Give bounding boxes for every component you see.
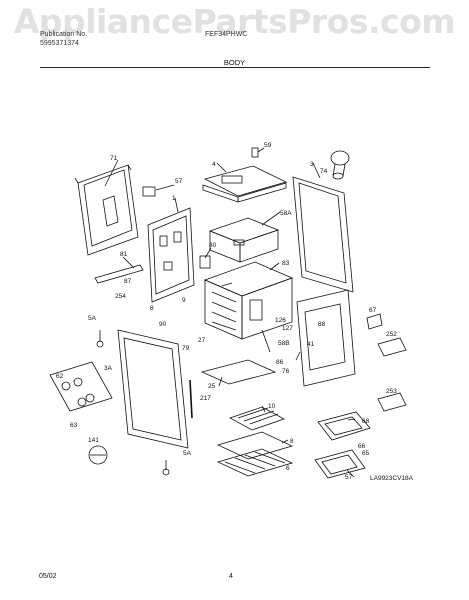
- callout-79: 79: [182, 345, 190, 352]
- left-side-panel-part: [117, 329, 189, 449]
- part-callouts: 71 57 4 59 3 74 58A 1 81 87 80 83 254 5A…: [56, 142, 414, 482]
- callout-86: 86: [276, 359, 284, 366]
- callout-5a-bottom: 5A: [183, 450, 192, 457]
- callout-41: 41: [307, 341, 315, 348]
- oven-cavity-part: [203, 261, 294, 340]
- callout-80: 80: [209, 242, 217, 249]
- top-cover-part: [202, 165, 288, 203]
- callout-59: 59: [264, 142, 272, 149]
- watermark-logo: AppliancePartsPros.com: [13, 2, 456, 41]
- callout-4: 4: [212, 161, 216, 168]
- callout-67: 67: [369, 307, 377, 314]
- callout-62: 62: [56, 373, 64, 380]
- callout-58a: 58A: [280, 210, 292, 217]
- callout-141: 141: [88, 437, 99, 444]
- element-switch-part: [88, 445, 108, 465]
- publication-number: 5995371374: [40, 40, 79, 47]
- callout-3a: 3A: [104, 365, 113, 372]
- callout-76: 76: [282, 368, 290, 375]
- revision-date: 05/02: [39, 573, 57, 580]
- callout-25: 25: [208, 383, 216, 390]
- callout-253: 253: [386, 388, 397, 395]
- callout-88: 88: [318, 321, 326, 328]
- callout-81: 81: [120, 251, 128, 258]
- page-number: 4: [229, 573, 233, 580]
- callout-127: 127: [282, 325, 293, 332]
- callout-10: 10: [268, 403, 276, 410]
- header-divider: [40, 67, 430, 68]
- terminal-part: [251, 147, 259, 158]
- model-number: FEF34PHWC: [205, 31, 248, 38]
- callout-90: 90: [159, 321, 167, 328]
- section-title: BODY: [223, 58, 246, 67]
- side-panel-part: [292, 176, 354, 293]
- rear-frame-part: [147, 207, 195, 303]
- clip-part: [366, 313, 383, 330]
- shield-plate-part: [377, 392, 407, 412]
- callout-1: 1: [172, 195, 176, 202]
- bottom-panel-part: [200, 359, 277, 385]
- oven-top-liner-part: [208, 217, 280, 263]
- bracket-part: [142, 186, 156, 197]
- callout-57-bottom: 57: [345, 474, 353, 481]
- broil-element-part: [314, 449, 366, 479]
- back-panel-part: [74, 164, 139, 256]
- callout-63: 63: [70, 422, 78, 429]
- kick-strip-part: [94, 264, 144, 284]
- callout-6: 6: [286, 465, 290, 472]
- callout-83: 83: [282, 260, 290, 267]
- callout-66: 66: [358, 443, 366, 450]
- callout-58b: 58B: [278, 340, 290, 347]
- heat-shield-part: [377, 337, 407, 357]
- callout-252: 252: [386, 331, 397, 338]
- broiler-pan-part: [229, 406, 285, 431]
- front-frame-part: [296, 289, 356, 387]
- mount-bracket-part: [199, 255, 211, 269]
- callout-9: 9: [182, 297, 186, 304]
- callout-8: 8: [150, 305, 154, 312]
- callout-57: 57: [175, 178, 183, 185]
- callout-74: 74: [320, 168, 328, 175]
- knob-part: [330, 150, 350, 180]
- publication-label: Publication No.: [40, 31, 88, 38]
- callout-27: 27: [198, 337, 206, 344]
- leveling-leg-part: [96, 330, 170, 476]
- handle-part: [189, 379, 193, 419]
- callout-5a-top: 5A: [88, 315, 97, 322]
- bake-element-part: [317, 411, 371, 441]
- callout-8-rack: 8: [290, 438, 294, 445]
- callout-71: 71: [110, 155, 118, 162]
- oven-rack-part: [216, 431, 294, 477]
- callout-65: 65: [362, 450, 370, 457]
- callout-68: 68: [362, 418, 370, 425]
- control-panel-part: [49, 361, 113, 412]
- callout-217: 217: [200, 395, 211, 402]
- callout-126: 126: [275, 317, 286, 324]
- callout-254: 254: [115, 293, 126, 300]
- diagram-code: LA9923CV18A: [370, 475, 414, 482]
- callout-87: 87: [124, 278, 132, 285]
- callout-3: 3: [310, 161, 314, 168]
